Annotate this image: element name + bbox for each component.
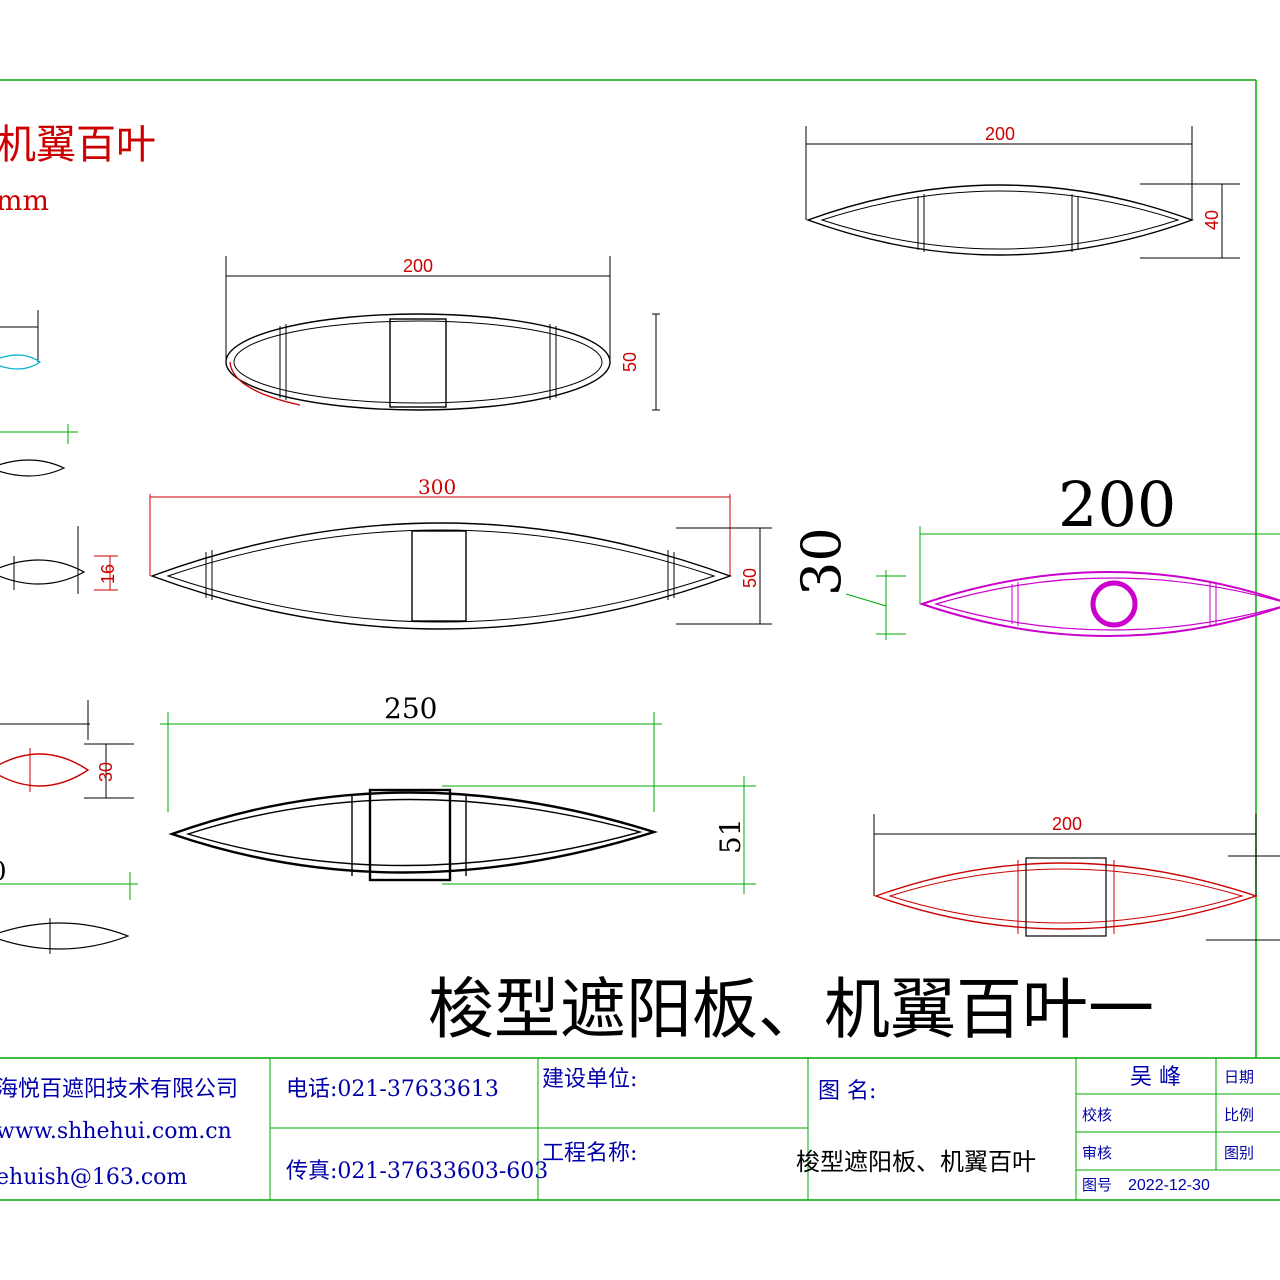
profile-300x50: 300 50 (149, 475, 772, 630)
p2-width-label: 200 (403, 256, 433, 276)
tb-email: ehuish@163.com (0, 1165, 187, 1190)
p3-width-label: 300 (418, 475, 456, 499)
left1-height-label: 16 (98, 564, 118, 584)
p1-width-label: 200 (985, 124, 1015, 144)
p1-height-label: 40 (1202, 210, 1222, 230)
main-title: 梭型遮阳板、机翼百叶一 (428, 971, 1154, 1048)
p6-width-label: 200 (1052, 814, 1082, 834)
profile-200x30: 200 30 (790, 468, 1280, 640)
profile-250x51: 250 51 (160, 692, 756, 894)
profile-200x50: 200 50 (225, 256, 660, 411)
p2-height-label: 50 (620, 352, 640, 372)
left-partial-profiles: 16 30 0 (0, 310, 138, 954)
profile-200x40: 200 40 (805, 124, 1240, 259)
tb-scale-label: 比例 (1224, 1106, 1254, 1124)
tb-drawing-no-label: 图号 (1082, 1176, 1112, 1194)
title-block: 海悦百遮阳技术有限公司 www.shhehui.com.cn ehuish@16… (0, 1057, 1280, 1201)
profile-200-red: 200 (873, 814, 1280, 941)
tb-drawing-name-label: 图 名: (818, 1079, 876, 1104)
p4-width-label: 200 (1058, 468, 1176, 541)
p4-height-label: 30 (790, 527, 853, 596)
tb-phone: 电话:021-37633613 (286, 1077, 499, 1102)
tb-fax: 传真:021-37633603-603 (286, 1159, 548, 1184)
tb-construction-unit: 建设单位: (542, 1067, 637, 1092)
header-unit-fragment: mm (0, 184, 49, 217)
p5-width-label: 250 (384, 692, 437, 725)
p3-height-label: 50 (740, 568, 760, 588)
tb-sheet-label: 图别 (1224, 1144, 1254, 1162)
header-title-fragment: 机翼百叶 (0, 122, 156, 168)
tb-date: 2022-12-30 (1128, 1177, 1210, 1194)
tb-project-name: 工程名称: (542, 1141, 637, 1166)
tb-designer: 吴 峰 (1130, 1065, 1181, 1090)
tb-company: 海悦百遮阳技术有限公司 (0, 1077, 238, 1102)
left3-width-fragment: 0 (0, 857, 7, 887)
tb-date-label: 日期 (1224, 1068, 1254, 1086)
p5-height-label: 51 (714, 818, 747, 854)
tb-review: 审核 (1082, 1144, 1112, 1162)
tb-drawing-name: 梭型遮阳板、机翼百叶 (796, 1148, 1036, 1176)
tb-check: 校核 (1082, 1106, 1112, 1124)
left2-height-label: 30 (96, 762, 116, 782)
tb-website: www.shhehui.com.cn (0, 1119, 232, 1144)
